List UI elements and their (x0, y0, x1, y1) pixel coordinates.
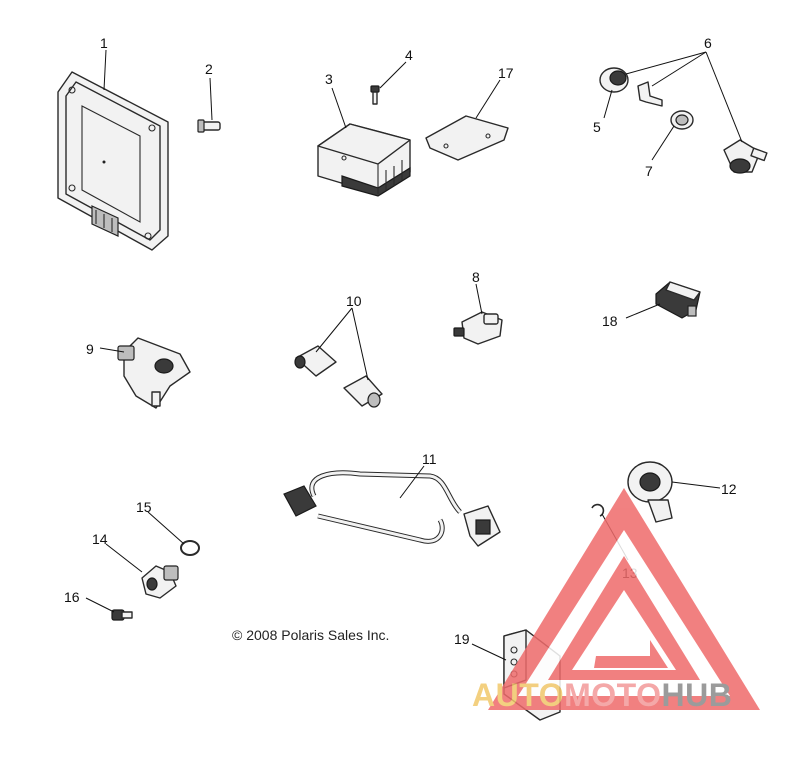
part-5-plug (599, 67, 629, 93)
part-16-bolt (111, 609, 133, 621)
callout-17: 17 (498, 65, 514, 81)
copyright-notice: © 2008 Polaris Sales Inc. (232, 627, 389, 643)
callout-2: 2 (205, 61, 213, 77)
watermark-text: AUTOMOTOHUB (472, 677, 732, 713)
part-12-knock-sensor (627, 461, 673, 523)
part-7-grommet (670, 110, 694, 130)
part-6-switch-assembly (637, 81, 768, 174)
callout-6: 6 (704, 35, 712, 51)
part-14-crank-sensor (141, 565, 179, 599)
watermark-logo: AUTOMOTOHUB (472, 488, 760, 713)
callout-11: 11 (422, 451, 437, 467)
callout-15: 15 (136, 499, 152, 515)
callout-8: 8 (472, 269, 480, 285)
callout-4: 4 (405, 47, 413, 63)
callout-19: 19 (454, 631, 470, 647)
callout-10: 10 (346, 293, 362, 309)
callout-9: 9 (86, 341, 94, 357)
part-15-o-ring (180, 540, 200, 556)
callout-5: 5 (593, 119, 601, 135)
callout-numbers: 1 2 3 4 5 6 7 8 9 10 11 12 13 14 15 16 1… (64, 35, 737, 647)
part-9-map-sensor (117, 337, 191, 409)
watermark-hub: HUB (661, 677, 732, 713)
watermark-moto: MOTO (564, 677, 661, 713)
part-10-connectors (294, 345, 383, 408)
callout-1: 1 (100, 35, 108, 51)
callout-14: 14 (92, 531, 108, 547)
part-1-ecu-module (57, 71, 169, 251)
part-2-bolt (197, 119, 221, 133)
part-18-switch (655, 281, 701, 319)
callout-12: 12 (721, 481, 737, 497)
part-3-module-box (317, 123, 411, 197)
callout-7: 7 (645, 163, 653, 179)
part-17-gasket (425, 115, 509, 161)
part-4-screw (370, 85, 380, 105)
part-11-wiring-harness (283, 470, 501, 547)
part-8-sensor (453, 311, 503, 345)
callout-3: 3 (325, 71, 333, 87)
callout-18: 18 (602, 313, 618, 329)
callout-16: 16 (64, 589, 80, 605)
watermark-auto: AUTO (472, 677, 564, 713)
